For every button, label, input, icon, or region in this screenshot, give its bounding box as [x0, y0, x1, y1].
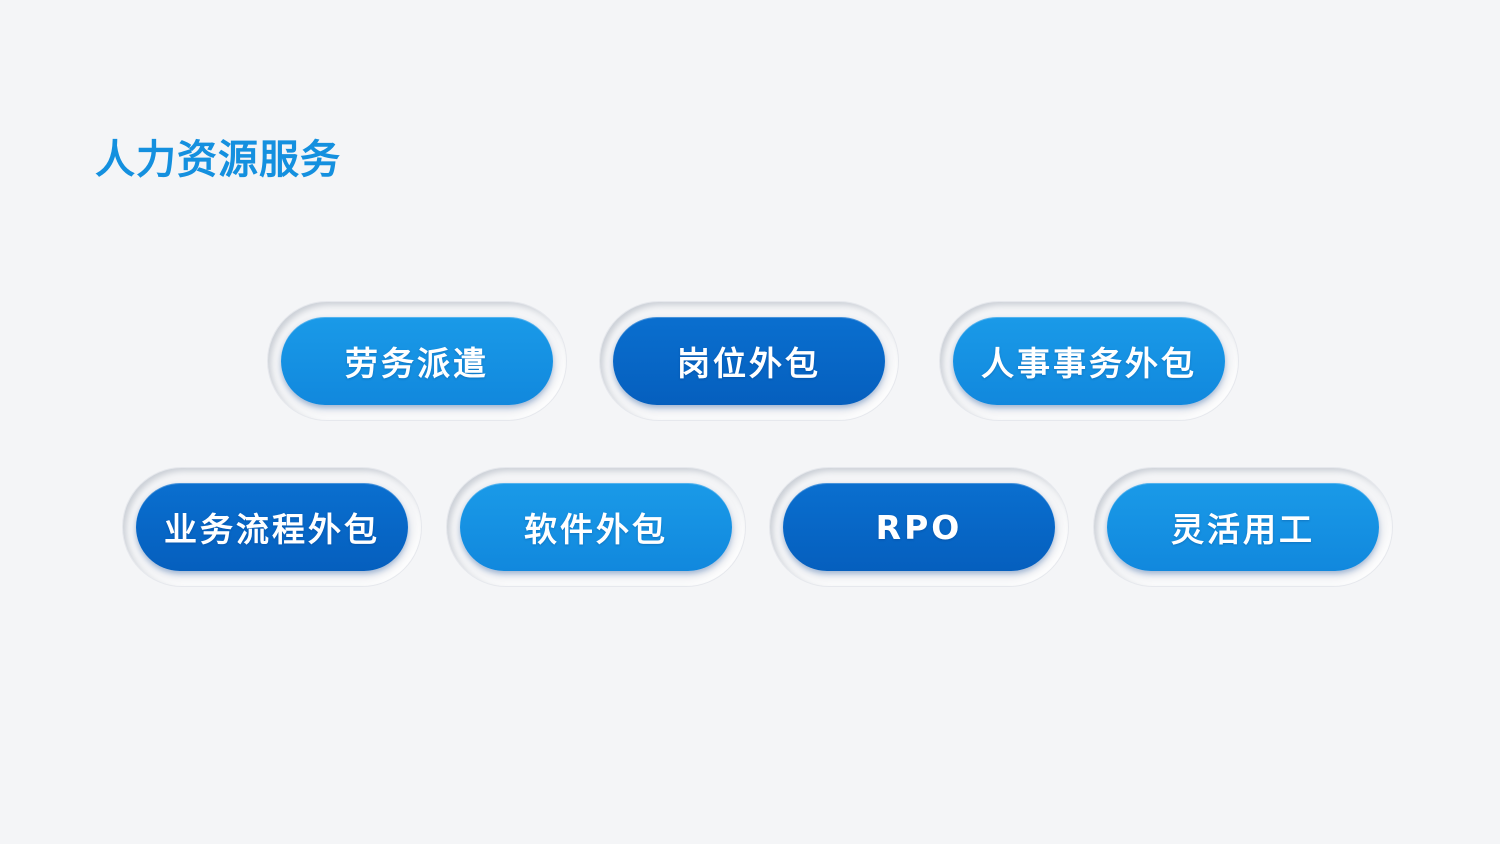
service-label: 岗位外包 — [677, 344, 821, 383]
service-label: RPO — [875, 507, 963, 547]
service-button-position-outsourcing[interactable]: 岗位外包 — [613, 317, 885, 405]
service-label: 劳务派遣 — [345, 344, 489, 383]
service-slot: 劳务派遣 — [268, 302, 566, 420]
service-button-hr-affairs-outsourcing[interactable]: 人事事务外包 — [953, 317, 1225, 405]
page-title: 人力资源服务 — [95, 137, 341, 183]
service-button-rpo[interactable]: RPO — [783, 483, 1055, 571]
service-button-bpo[interactable]: 业务流程外包 — [136, 483, 408, 571]
service-slot: 业务流程外包 — [123, 468, 421, 586]
service-slot: 灵活用工 — [1094, 468, 1392, 586]
service-slot: RPO — [770, 468, 1068, 586]
service-label: 灵活用工 — [1171, 510, 1315, 549]
service-label: 业务流程外包 — [164, 510, 380, 549]
service-label: 软件外包 — [524, 510, 668, 549]
service-slot: 软件外包 — [447, 468, 745, 586]
service-button-labor-dispatch[interactable]: 劳务派遣 — [281, 317, 553, 405]
service-slot: 岗位外包 — [600, 302, 898, 420]
service-label: 人事事务外包 — [981, 344, 1197, 383]
service-slot: 人事事务外包 — [940, 302, 1238, 420]
service-button-flexible-employment[interactable]: 灵活用工 — [1107, 483, 1379, 571]
service-button-software-outsourcing[interactable]: 软件外包 — [460, 483, 732, 571]
